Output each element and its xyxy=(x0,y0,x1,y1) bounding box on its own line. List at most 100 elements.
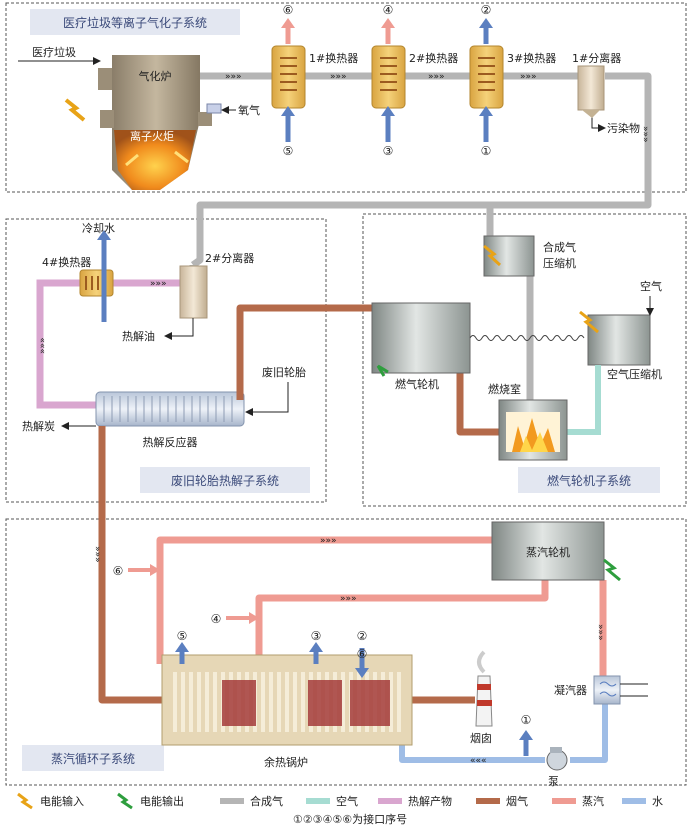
legend-item-0: 电能输入 xyxy=(17,792,84,810)
svg-text:»»»: »»» xyxy=(330,72,347,82)
chimney-label: 烟囱 xyxy=(470,731,492,745)
pump-label: 泵 xyxy=(548,775,559,788)
condenser-label: 凝汽器 xyxy=(554,683,587,697)
pyrolysis-reactor xyxy=(95,391,245,427)
plasma-torch-label: 离子火炬 xyxy=(130,129,174,143)
pyrolysis-subsystem-box xyxy=(5,218,327,503)
sep1-label: 1#分离器 xyxy=(572,51,621,65)
legend-label: 空气 xyxy=(336,794,358,808)
air-label: 空气 xyxy=(640,279,662,293)
hx3-label: 3#换热器 xyxy=(507,51,556,65)
port-6-top: ⑥ xyxy=(283,3,294,17)
steam-turbine-label: 蒸汽轮机 xyxy=(526,545,570,559)
legend-label: 水 xyxy=(652,795,663,808)
gasification-title: 医疗垃圾等离子气化子系统 xyxy=(63,15,207,30)
svg-text:»»»: »»» xyxy=(38,337,48,354)
svg-text:»»»: »»» xyxy=(340,594,357,604)
sep2-label: 2#分离器 xyxy=(205,251,254,265)
legend-label: 电能输入 xyxy=(40,794,84,808)
port-1-water: ① xyxy=(521,713,532,727)
hx1-label: 1#换热器 xyxy=(309,51,358,65)
syngas-pipes xyxy=(190,72,652,400)
pyrolysis-reactor-label: 热解反应器 xyxy=(143,435,198,449)
chimney xyxy=(475,650,493,727)
legend-note: ①②③④⑤⑥为接口序号 xyxy=(293,812,407,826)
pollutant-label: 污染物 xyxy=(607,121,640,135)
heat-exchanger-1 xyxy=(271,45,306,109)
syngas-compressor-label-1: 合成气 xyxy=(543,240,576,254)
air-compressor xyxy=(587,314,651,366)
port-1-bottom: ① xyxy=(481,144,492,158)
svg-text:»»»: »»» xyxy=(150,279,167,289)
hrsg-label: 余热锅炉 xyxy=(264,755,308,769)
port-3-bottom: ③ xyxy=(383,144,394,158)
legend: 电能输入 电能输出 合成气 空气 热解产物 烟气 蒸汽 水 xyxy=(17,792,663,810)
legend-label: 烟气 xyxy=(506,794,528,808)
hx2-label: 2#换热器 xyxy=(409,51,458,65)
hx4-label: 4#换热器 xyxy=(42,255,91,269)
water-pipes xyxy=(399,704,608,763)
legend-label: 电能输出 xyxy=(140,794,184,808)
svg-text:»»»: »»» xyxy=(92,546,102,563)
flue-gas-pipes xyxy=(98,304,500,704)
gas-turbine-subsystem-box xyxy=(362,213,687,507)
svg-text:»»»: »»» xyxy=(320,536,337,546)
port-2-hrsg: ② xyxy=(357,629,368,643)
oxygen-label: 氧气 xyxy=(238,103,260,117)
separator-1 xyxy=(577,65,605,118)
legend-item-1: 电能输出 xyxy=(117,792,184,810)
condenser xyxy=(593,675,621,705)
heat-exchanger-4 xyxy=(79,269,114,297)
air-compressor-label: 空气压缩机 xyxy=(607,367,662,381)
legend-item-5: 烟气 xyxy=(476,794,528,808)
separator-2 xyxy=(179,265,208,319)
cooling-water-label: 冷却水 xyxy=(82,222,115,235)
heat-exchanger-2 xyxy=(371,45,406,109)
port-4-top: ④ xyxy=(383,3,394,17)
gasification-subsystem-box xyxy=(5,2,687,193)
steam-turbine xyxy=(491,521,605,581)
port-5-bottom: ⑤ xyxy=(283,144,294,158)
pump xyxy=(546,747,568,771)
pyrolysis-char-label: 热解炭 xyxy=(22,419,55,433)
legend-bolt-icon xyxy=(117,792,133,810)
syngas-compressor-label-2: 压缩机 xyxy=(543,256,576,270)
legend-label: 热解产物 xyxy=(408,794,452,808)
legend-item-3: 空气 xyxy=(306,794,358,808)
combustor-label: 燃烧室 xyxy=(488,382,521,396)
legend-item-2: 合成气 xyxy=(220,794,283,808)
heat-exchanger-3 xyxy=(469,45,504,109)
legend-item-4: 热解产物 xyxy=(378,794,452,808)
power-input-icon xyxy=(64,98,86,122)
waste-tire-label: 废旧轮胎 xyxy=(262,365,306,379)
svg-text:»»»: »»» xyxy=(225,72,242,82)
gasifier xyxy=(98,55,212,190)
gas-turbine-label: 燃气轮机 xyxy=(395,377,439,391)
legend-bolt-icon xyxy=(17,792,33,810)
svg-text:»»»: »»» xyxy=(520,72,537,82)
port-4-steam: ④ xyxy=(211,612,222,626)
hrsg xyxy=(161,654,413,746)
port-2-top: ② xyxy=(481,3,492,17)
gasifier-label: 气化炉 xyxy=(139,69,172,83)
svg-text:»»»: »»» xyxy=(640,126,650,143)
legend-label: 蒸汽 xyxy=(582,794,604,808)
svg-text:»»»: »»» xyxy=(595,624,605,641)
medical-waste-label: 医疗垃圾 xyxy=(32,45,76,59)
combustor xyxy=(498,399,568,461)
port-3-hrsg: ③ xyxy=(311,629,322,643)
legend-label: 合成气 xyxy=(250,794,283,808)
steam-cycle-subsystem-box xyxy=(5,518,687,786)
svg-text:»»»: »»» xyxy=(428,72,445,82)
svg-text:«««: ««« xyxy=(470,756,487,766)
steam-pipes xyxy=(156,536,607,676)
steam-cycle-title: 蒸汽循环子系统 xyxy=(51,751,135,766)
legend-item-6: 蒸汽 xyxy=(552,794,604,808)
port-6-steam: ⑥ xyxy=(113,564,124,578)
port-5-hrsg: ⑤ xyxy=(177,629,188,643)
pyrolysis-oil-label: 热解油 xyxy=(122,329,155,343)
gas-turbine-title: 燃气轮机子系统 xyxy=(547,473,631,488)
gas-turbine xyxy=(371,302,471,374)
legend-item-7: 水 xyxy=(622,795,663,808)
